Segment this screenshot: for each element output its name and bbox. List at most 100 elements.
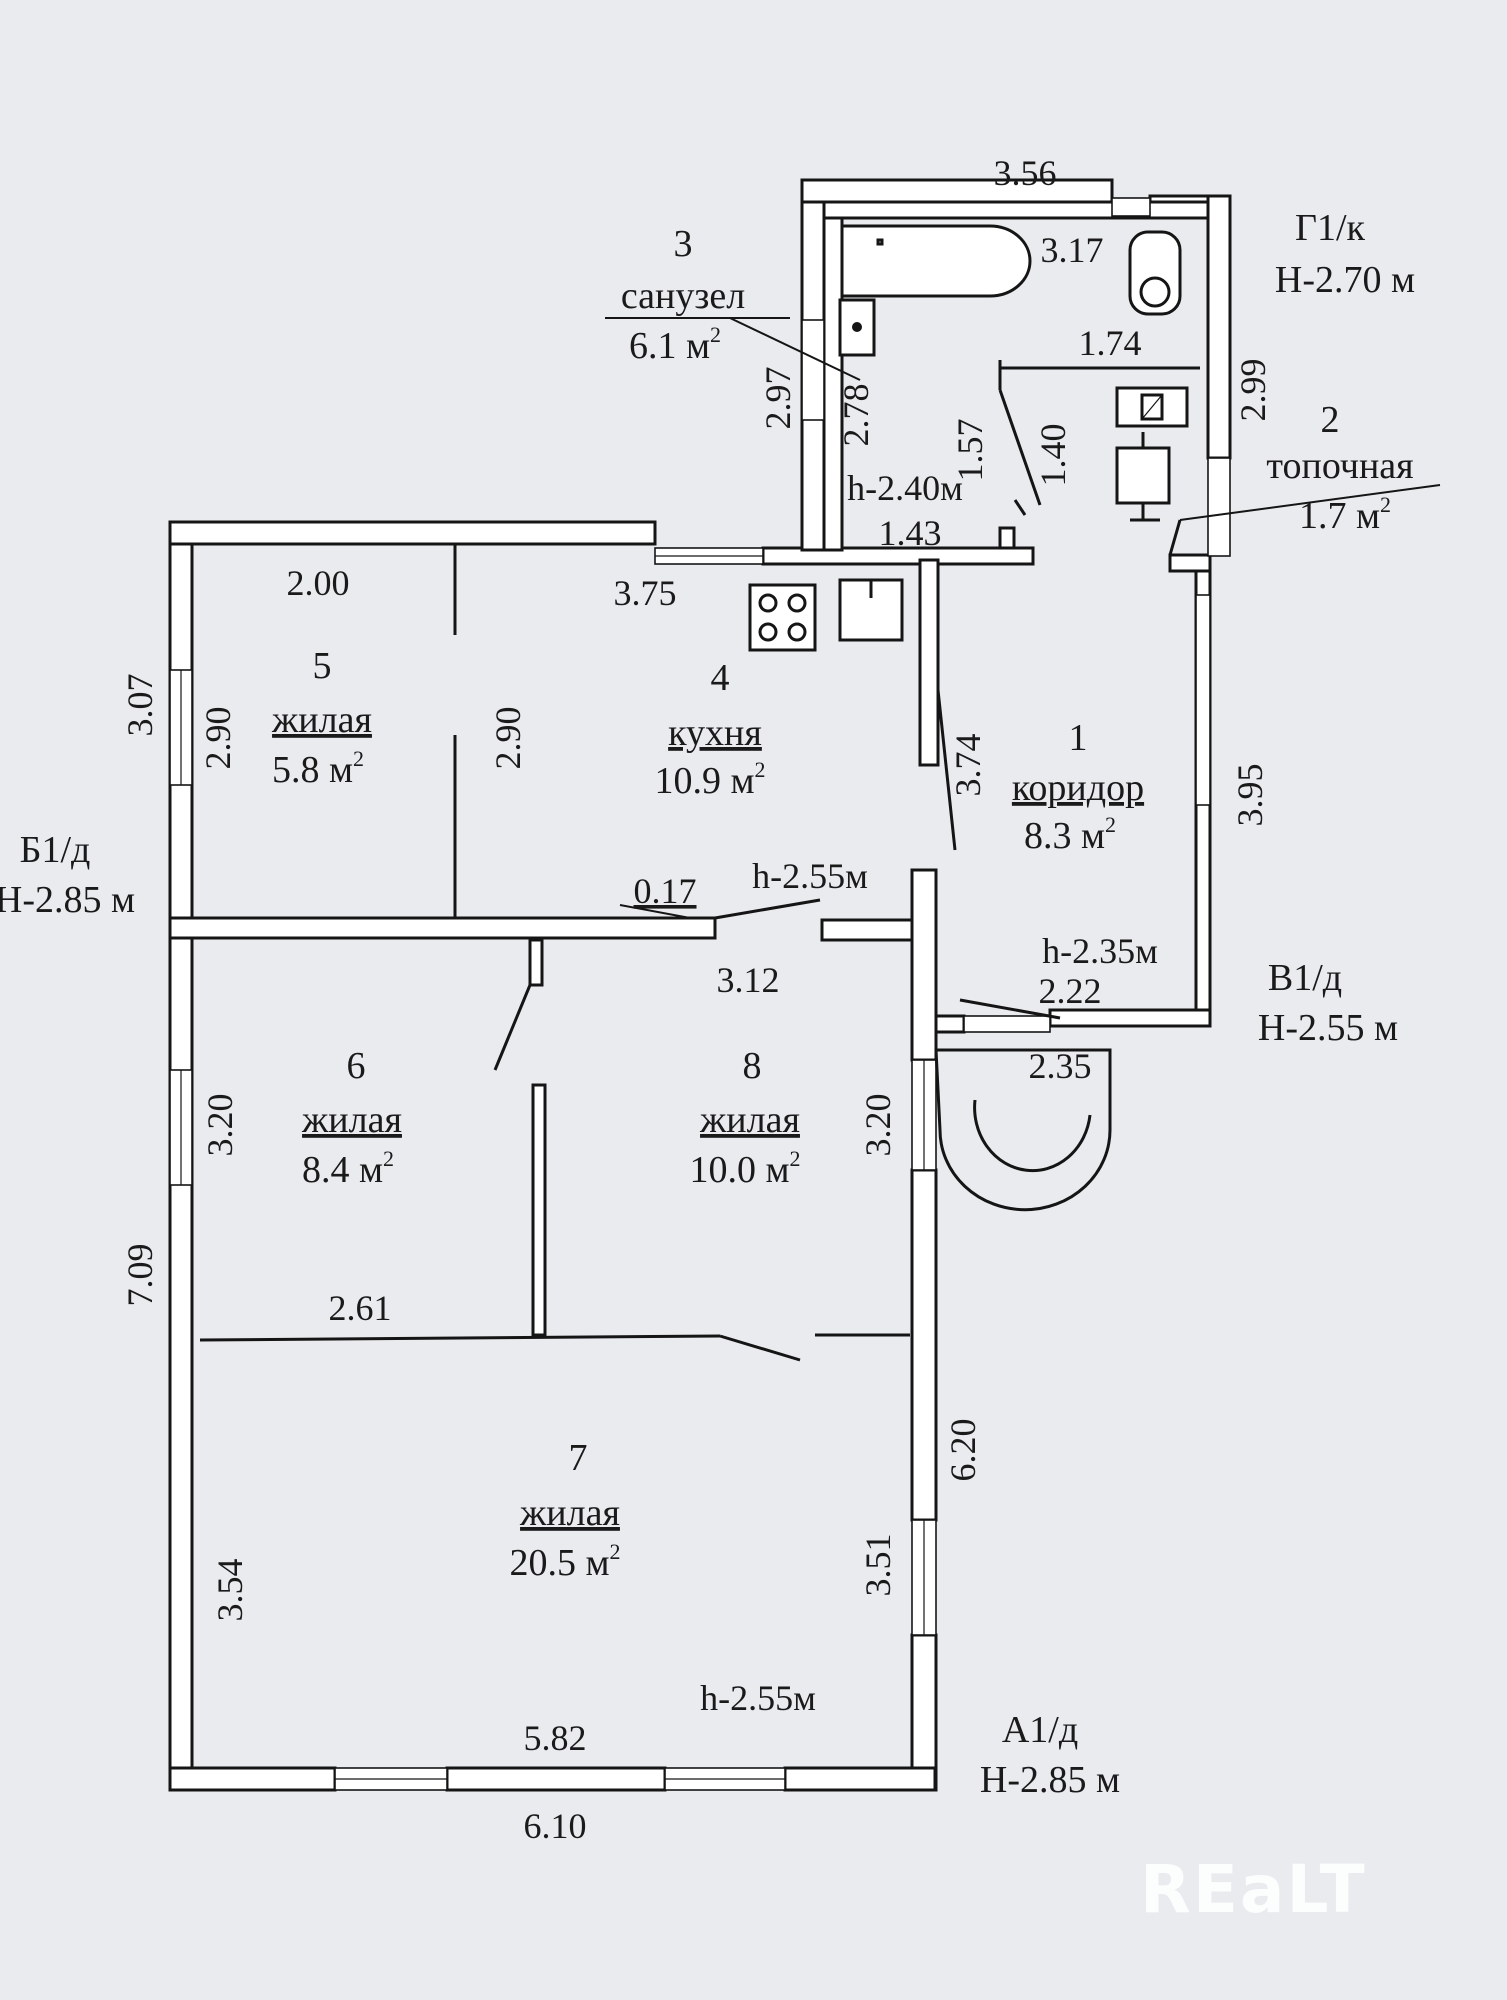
room-3-number: 3	[674, 223, 693, 265]
dimension-labels: 3.56 3.17 1.74 2.99 2.97 2.78 1.57 1.40 …	[120, 153, 1273, 1846]
wall-corridor-bottom-stub	[934, 1014, 966, 1034]
room-5-area: 5.8 м2	[272, 746, 364, 791]
dim-3-07: 3.07	[120, 674, 160, 737]
dim-3-12: 3.12	[717, 960, 780, 1000]
room-4-name: кухня	[668, 712, 762, 754]
room-4-area: 10.9 м2	[654, 757, 765, 802]
wall-top-rooms-5-4	[168, 520, 657, 546]
facade-g1-height: Н-2.70 м	[1275, 259, 1415, 301]
wall-room8-right-mid	[910, 1168, 938, 1522]
wall-kitchen-corridor	[918, 558, 940, 767]
wall-middle-left	[168, 916, 717, 940]
wall-bottom-b	[445, 1766, 667, 1792]
dim-3-17: 3.17	[1041, 230, 1104, 270]
dim-3-56: 3.56	[994, 153, 1057, 193]
window-corridor-bottom	[963, 1015, 1051, 1033]
door-boiler	[1168, 519, 1182, 556]
bathtub-icon	[840, 224, 1032, 298]
dim-2-61: 2.61	[329, 1288, 392, 1328]
room-1-name: коридор	[1012, 767, 1144, 809]
dim-1-43: 1.43	[879, 513, 942, 553]
room-5-number: 5	[313, 645, 332, 687]
room-1-number: 1	[1069, 717, 1088, 759]
partition-boiler	[998, 366, 1200, 380]
dim-3-74: 3.74	[948, 734, 988, 797]
room-1-area: 8.3 м2	[1024, 812, 1116, 857]
wall-room8-right-upper	[910, 868, 938, 1062]
room-6-name: жилая	[301, 1099, 402, 1141]
window-bathroom-left	[801, 319, 825, 421]
room-6-area: 8.4 м2	[302, 1146, 394, 1191]
room-7-area: 20.5 м2	[509, 1539, 620, 1584]
room-7-name: жилая	[519, 1492, 620, 1534]
facade-a1-code: А1/д	[1002, 1709, 1078, 1751]
facade-b1-height: Н-2.85 м	[0, 879, 135, 921]
facade-a1-height: Н-2.85 м	[980, 1759, 1120, 1801]
door-room8	[714, 898, 821, 920]
dim-5-82: 5.82	[524, 1718, 587, 1758]
room-8-number: 8	[743, 1045, 762, 1087]
wall-bottom-c	[783, 1766, 937, 1792]
dim-3-95: 3.95	[1230, 764, 1270, 827]
chimney-icon	[998, 526, 1016, 550]
door-room6	[493, 984, 532, 1071]
room-6-number: 6	[347, 1045, 366, 1087]
dim-3-20-a: 3.20	[200, 1094, 240, 1157]
dim-2-00: 2.00	[287, 563, 350, 603]
dim-2-90-a: 2.90	[198, 707, 238, 770]
dim-3-51: 3.51	[858, 1534, 898, 1597]
partitions	[199, 360, 1200, 1362]
room-4-number: 4	[711, 657, 730, 699]
dim-7-09: 7.09	[120, 1244, 160, 1307]
window-corridor-right	[1195, 594, 1211, 806]
stove-icon	[748, 583, 817, 652]
room-2-name: топочная	[1266, 445, 1413, 487]
room-3-name: санузел	[621, 275, 745, 317]
facade-markers: Г1/к Н-2.70 м Б1/д Н-2.85 м В1/д Н-2.55 …	[0, 207, 1415, 1801]
window-bathroom	[1111, 197, 1151, 217]
dim-3-75: 3.75	[614, 573, 677, 613]
dim-6-10: 6.10	[524, 1806, 587, 1846]
porch-outline	[934, 1048, 1112, 1212]
dim-2-99: 2.99	[1233, 359, 1273, 422]
dim-3-20-b: 3.20	[858, 1094, 898, 1157]
realt-watermark: REaLT	[1140, 1851, 1367, 1928]
wall-bathroom-inner-left	[822, 200, 844, 552]
wall-bathroom-inner-top	[822, 200, 1226, 220]
room-8-name: жилая	[699, 1099, 800, 1141]
facade-v1-height: Н-2.55 м	[1258, 1007, 1398, 1049]
room-7-number: 7	[569, 1437, 588, 1479]
room-2-number: 2	[1321, 399, 1340, 441]
ceiling-heights: h-2.40м h-2.55м h-2.35м h-2.55м	[700, 468, 1158, 1718]
dim-1-40: 1.40	[1033, 424, 1073, 487]
dim-1-74: 1.74	[1079, 323, 1142, 363]
dim-0-17: 0.17	[634, 871, 697, 911]
dim-3-54: 3.54	[210, 1559, 250, 1622]
dim-2-22: 2.22	[1039, 971, 1102, 1011]
wall-bottom-a	[168, 1766, 337, 1792]
facade-b1-code: Б1/д	[20, 829, 91, 871]
facade-g1-code: Г1/к	[1295, 207, 1366, 249]
wall-room8-right-lower	[910, 1633, 938, 1792]
dim-2-78: 2.78	[836, 384, 876, 447]
porch-arc	[973, 1099, 1092, 1173]
dim-1-57: 1.57	[950, 419, 990, 482]
height-bathroom: h-2.40м	[847, 468, 963, 508]
door-kitchen	[936, 689, 957, 851]
wall-bathroom-top-a	[800, 178, 1114, 204]
door-bathroom	[998, 389, 1042, 506]
wall-corridor-bottom	[1048, 1008, 1212, 1028]
wall-right-upper	[1206, 194, 1232, 460]
dim-2-35: 2.35	[1029, 1046, 1092, 1086]
wall-boiler-bottom	[1168, 553, 1212, 573]
height-kitchen: h-2.55м	[752, 856, 868, 896]
dim-2-97: 2.97	[758, 367, 798, 430]
window-boiler	[1207, 457, 1231, 557]
room-8-area: 10.0 м2	[689, 1146, 800, 1191]
windows	[169, 197, 1231, 1791]
room-labels: 1 коридор 8.3 м2 2 топочная 1.7 м2 3 сан…	[271, 223, 1441, 1584]
height-corridor: h-2.35м	[1042, 931, 1158, 971]
facade-v1-code: В1/д	[1268, 957, 1342, 999]
room-5-name: жилая	[271, 699, 372, 741]
